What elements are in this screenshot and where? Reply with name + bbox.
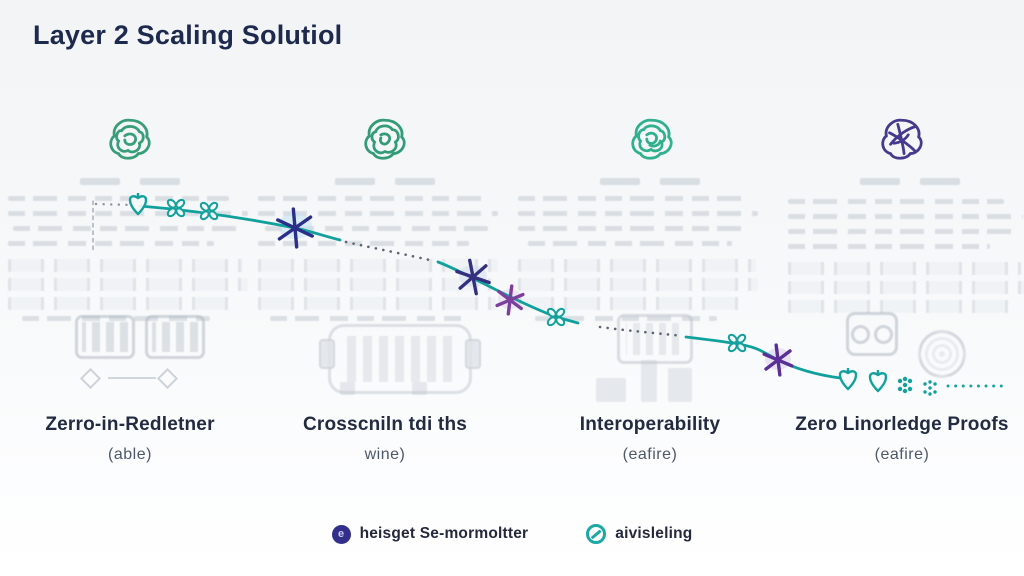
faded-text-block [518,196,758,331]
column-sublabel: (able) [108,446,152,463]
faded-text-block [258,196,498,331]
knot-brain-icon [877,114,927,164]
faded-badge [75,315,135,359]
faded-heading [315,178,455,186]
column-label: Zero Linorledge Proofs [795,414,1009,435]
cluster-marker [897,376,913,394]
column-sublabel: (eafire) [874,446,930,463]
faded-circle-knot [918,330,966,378]
faded-square [412,382,427,395]
asterisk-marker [762,343,794,377]
shield-marker [868,370,888,393]
cluster-marker [923,380,937,396]
circle-e-icon: e [331,524,351,544]
legend-label: aivisleling [615,525,693,542]
flow-segment-solid [684,335,842,380]
faded-building [668,368,692,402]
legend-item: e heisget Se-mormoltter [331,524,529,544]
faded-building [641,360,657,402]
faded-diamond [156,367,179,390]
legend-item: aivisleling [586,524,692,544]
faded-chip [319,324,481,394]
column-label: Zerro-in-Redletner [45,414,215,435]
circle-slash-icon [586,524,607,544]
column-label: Interoperability [579,414,721,435]
page-title: Layer 2 Scaling Solutiol [33,20,343,50]
shield-marker [838,368,858,391]
column-sublabel: wine) [364,446,406,463]
faded-building [596,378,626,402]
column-sublabel: (eafire) [622,446,678,463]
faded-diamond [79,367,102,390]
legend: e heisget Se-mormoltter aivisleling [0,524,1024,544]
marker-glow [765,348,791,370]
faded-card [617,314,693,364]
column-label: Crosscniln tdi ths [302,414,468,435]
faded-badge-90 [846,312,898,356]
flower-marker [727,333,747,353]
faded-square [340,382,355,395]
faded-text-block [788,199,1024,319]
faded-heading [580,178,720,186]
knot-brain-icon [627,114,677,164]
knot-brain-icon [360,114,410,164]
faded-heading [840,178,980,186]
faded-heading [60,178,200,186]
faded-badge [145,315,205,359]
faded-connector [108,377,156,379]
knot-brain-icon [105,114,155,164]
legend-label: heisget Se-mormoltter [359,525,529,542]
faded-text-block [8,196,248,331]
